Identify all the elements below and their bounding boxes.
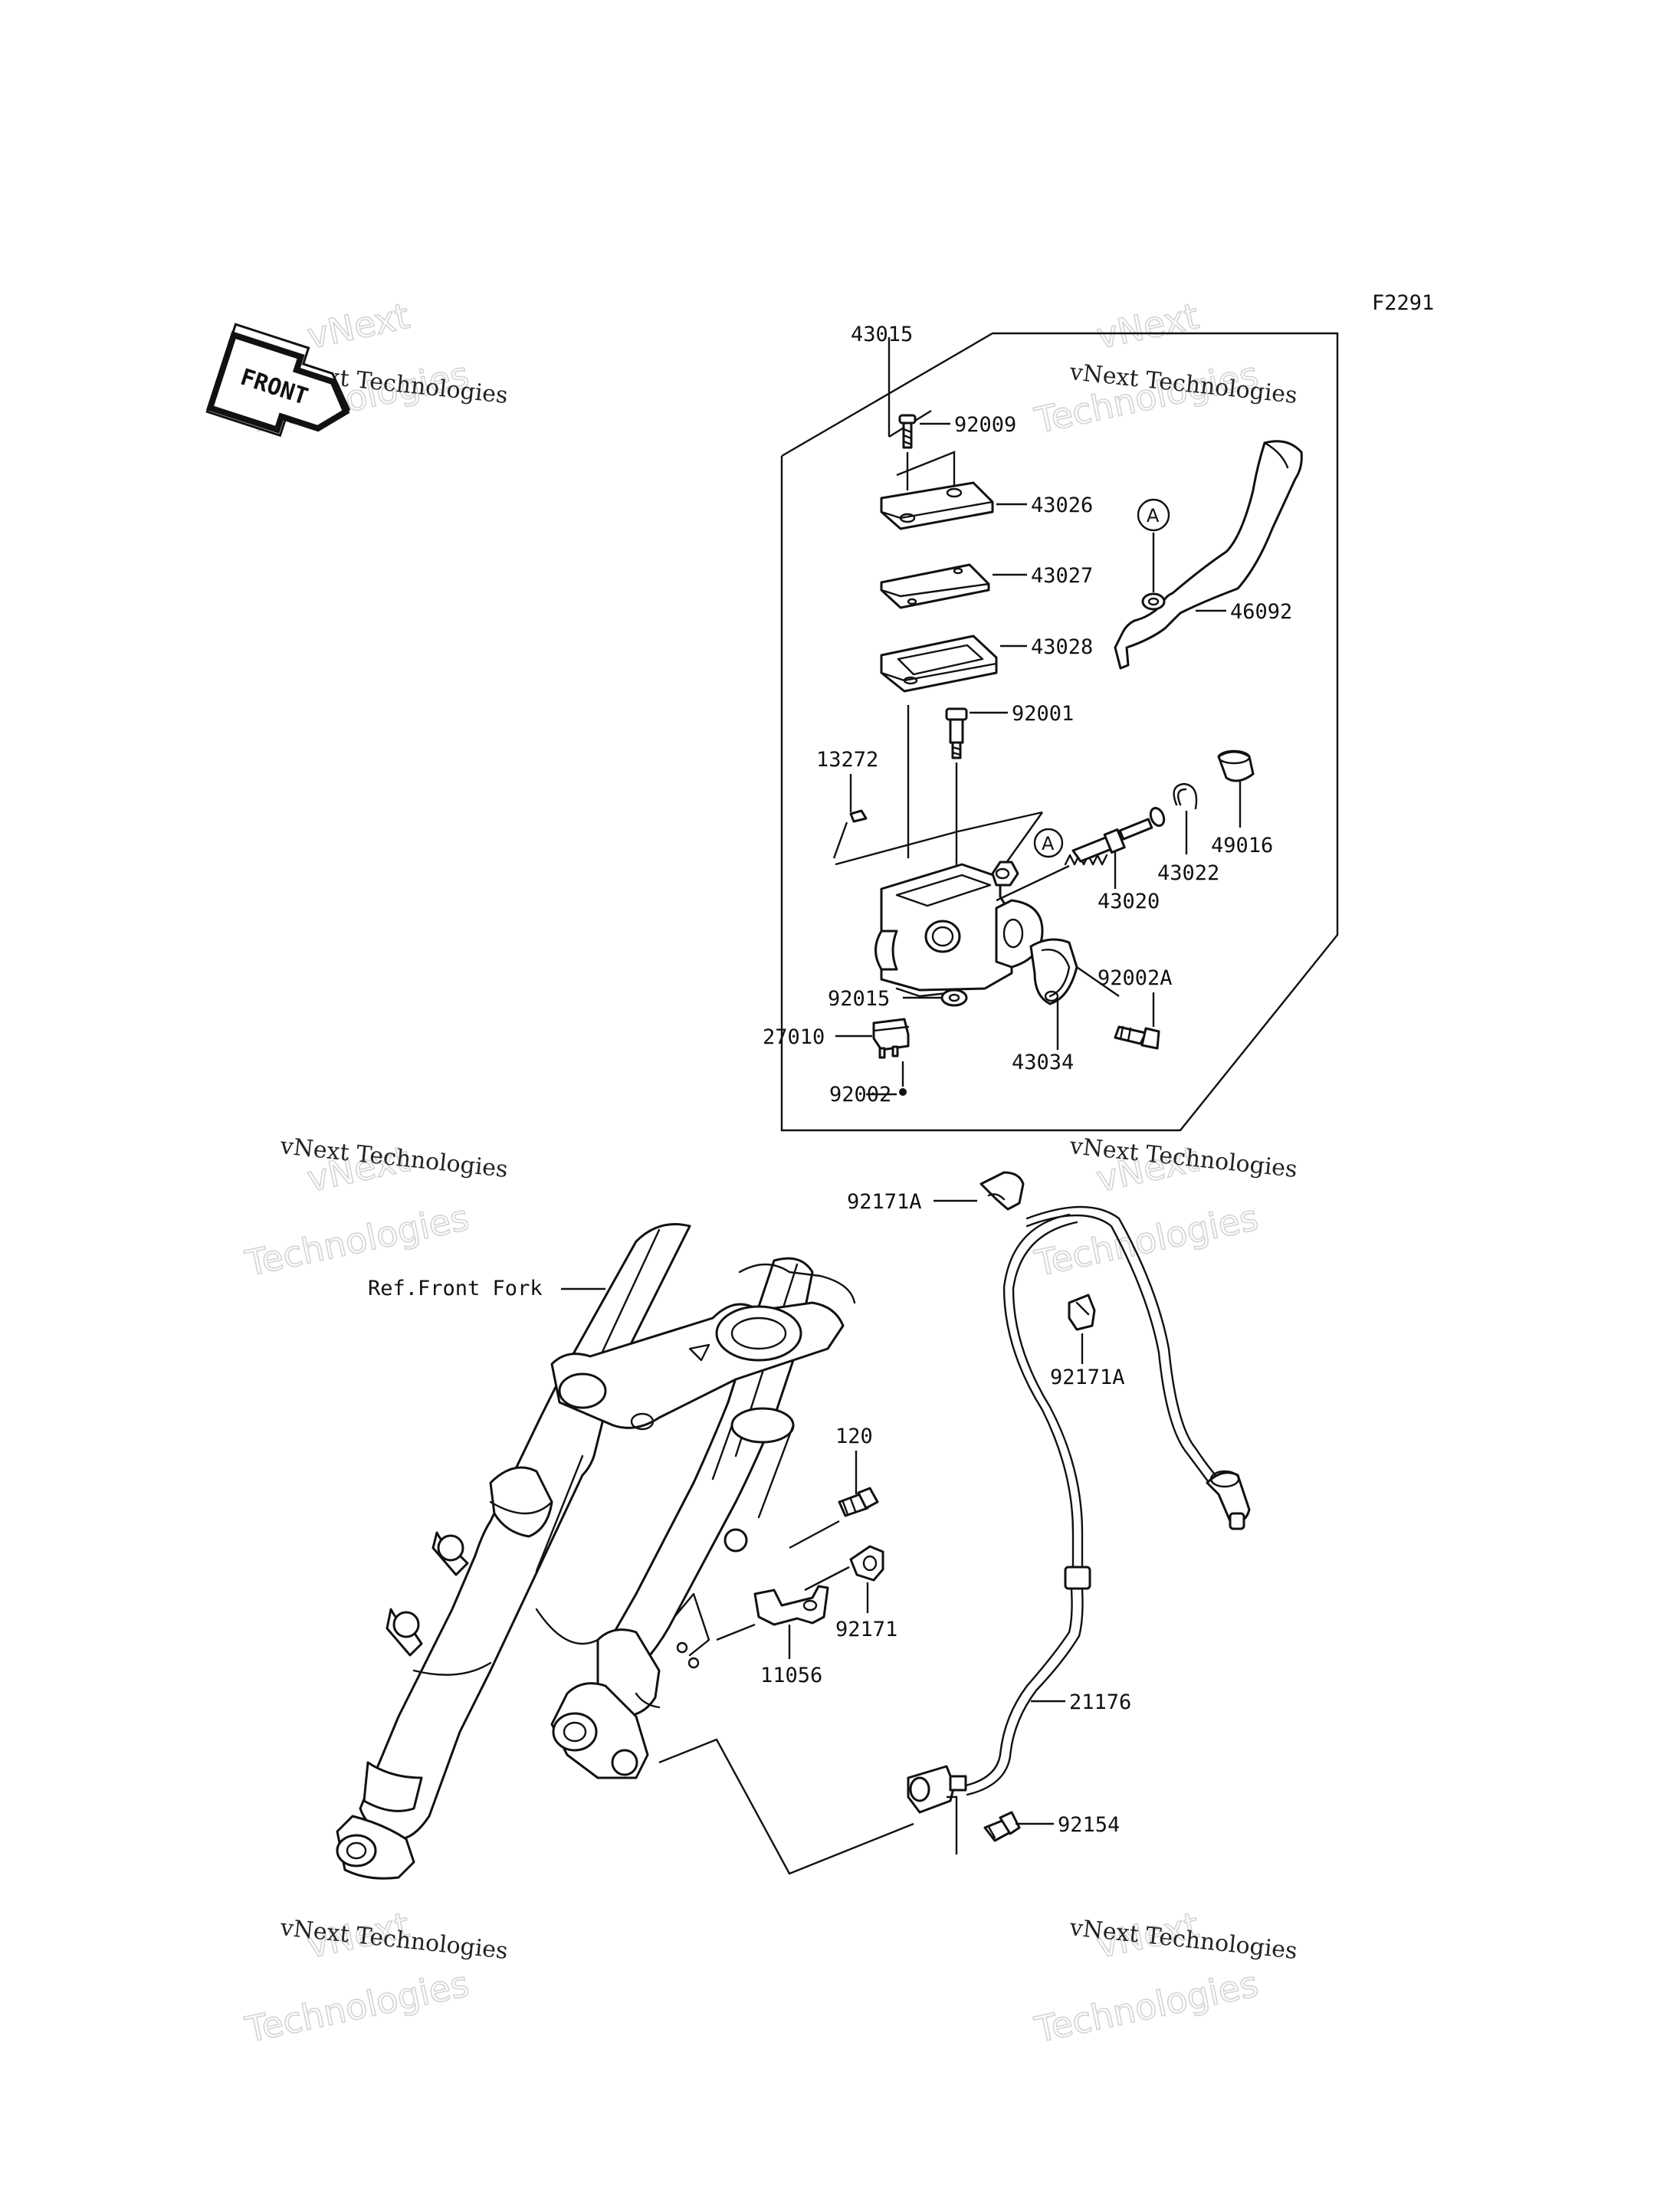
diaphragm-plate-43027: 43027 xyxy=(880,563,1093,609)
master-cylinder-body xyxy=(874,861,1044,998)
callout-a-lower-text: A xyxy=(1042,833,1055,854)
watermark-mid-right: vNext Technologies vNext Technologies xyxy=(1030,1133,1298,1285)
callout-a-upper-text: A xyxy=(1147,505,1160,526)
screw-92002: 92002 xyxy=(829,1061,907,1107)
clip-92171A-mid: 92171A xyxy=(1050,1294,1125,1389)
label-43027: 43027 xyxy=(1031,564,1093,588)
bracket-11056: 11056 xyxy=(753,1585,829,1687)
ref-front-fork-label: Ref.Front Fork xyxy=(368,1277,543,1300)
label-49016: 49016 xyxy=(1211,834,1273,857)
watermark-line2: Technologies xyxy=(1031,1963,1262,2051)
hose-banjo-fitting xyxy=(1206,1470,1251,1530)
assembly-box: 43015 xyxy=(780,323,1339,1132)
label-43015: 43015 xyxy=(851,323,913,346)
brake-hose-21176: 21176 xyxy=(964,1205,1224,1796)
front-fork-assembly xyxy=(336,1223,856,1880)
bolt-92154: 92154 xyxy=(983,1811,1120,1842)
watermark-line1: vNext xyxy=(1093,295,1203,357)
watermark-line1: vNext xyxy=(304,295,413,357)
washer-92015: 92015 xyxy=(828,987,968,1011)
brake-switch-27010: 27010 xyxy=(763,1018,910,1059)
label-43028: 43028 xyxy=(1031,635,1093,659)
label-43026: 43026 xyxy=(1031,494,1093,517)
label-92015: 92015 xyxy=(828,987,890,1011)
label-92002A: 92002A xyxy=(1098,966,1173,990)
callout-a-lower: A xyxy=(1033,828,1064,858)
callout-a-upper: A xyxy=(1137,498,1170,532)
ref-front-fork: Ref.Front Fork xyxy=(368,1277,605,1300)
pivot-bolt-92001: 92001 xyxy=(945,702,1074,759)
label-92171A-mid: 92171A xyxy=(1050,1366,1125,1389)
watermark-bottom-right: vNext Technologies vNext Technologies xyxy=(1030,1904,1298,2051)
label-92001: 92001 xyxy=(1012,702,1074,726)
diaphragm-43028: 43028 xyxy=(880,635,1093,693)
bolt-92002A: 92002A xyxy=(1098,966,1173,1050)
label-43034: 43034 xyxy=(1012,1051,1074,1074)
watermark-line2: Technologies xyxy=(1031,1197,1262,1284)
label-43020: 43020 xyxy=(1098,890,1160,913)
label-120: 120 xyxy=(835,1425,873,1448)
label-92171A-top: 92171A xyxy=(847,1190,922,1214)
clip-92171A-top: 92171A xyxy=(847,1171,1025,1214)
watermark-top-right: vNext Technologies vNext Technologies xyxy=(1030,294,1298,442)
clamp-43034: 43034 xyxy=(1012,938,1078,1074)
label-92171: 92171 xyxy=(835,1618,897,1641)
reservoir-cap-43026: 43026 xyxy=(880,481,1093,530)
label-43022: 43022 xyxy=(1157,861,1219,885)
label-21176: 21176 xyxy=(1069,1690,1131,1714)
label-11056: 11056 xyxy=(760,1664,822,1687)
bolt-120: 120 xyxy=(789,1425,879,1549)
dust-boot-49016: 49016 xyxy=(1211,749,1273,857)
brake-lever-46092: 46092 xyxy=(1114,440,1303,670)
watermark-line2: Technologies xyxy=(241,1963,472,2051)
figure-code: F2291 xyxy=(1372,291,1434,315)
label-27010: 27010 xyxy=(763,1025,825,1049)
screw-92009: 92009 xyxy=(898,413,1016,449)
label-92154: 92154 xyxy=(1058,1813,1120,1837)
clip-92171: 92171 xyxy=(804,1545,897,1641)
circlip-43022: 43022 xyxy=(1157,782,1219,885)
label-92009: 92009 xyxy=(954,413,1016,437)
piston-assy-43020: 43020 xyxy=(1064,806,1166,913)
label-13272: 13272 xyxy=(816,748,878,772)
front-direction-arrow: FRONT xyxy=(205,323,351,438)
watermark-mid-left: vNext Technologies vNext Technologies xyxy=(241,1133,509,1285)
screw-13272: 13272 xyxy=(816,748,878,859)
watermark-bottom-left: vNext Technologies vNext Technologies xyxy=(241,1904,509,2051)
hose-lower-fitting xyxy=(907,1765,967,1814)
label-92002: 92002 xyxy=(829,1083,891,1107)
watermark-line2: Technologies xyxy=(241,1197,472,1284)
label-46092: 46092 xyxy=(1230,600,1292,624)
